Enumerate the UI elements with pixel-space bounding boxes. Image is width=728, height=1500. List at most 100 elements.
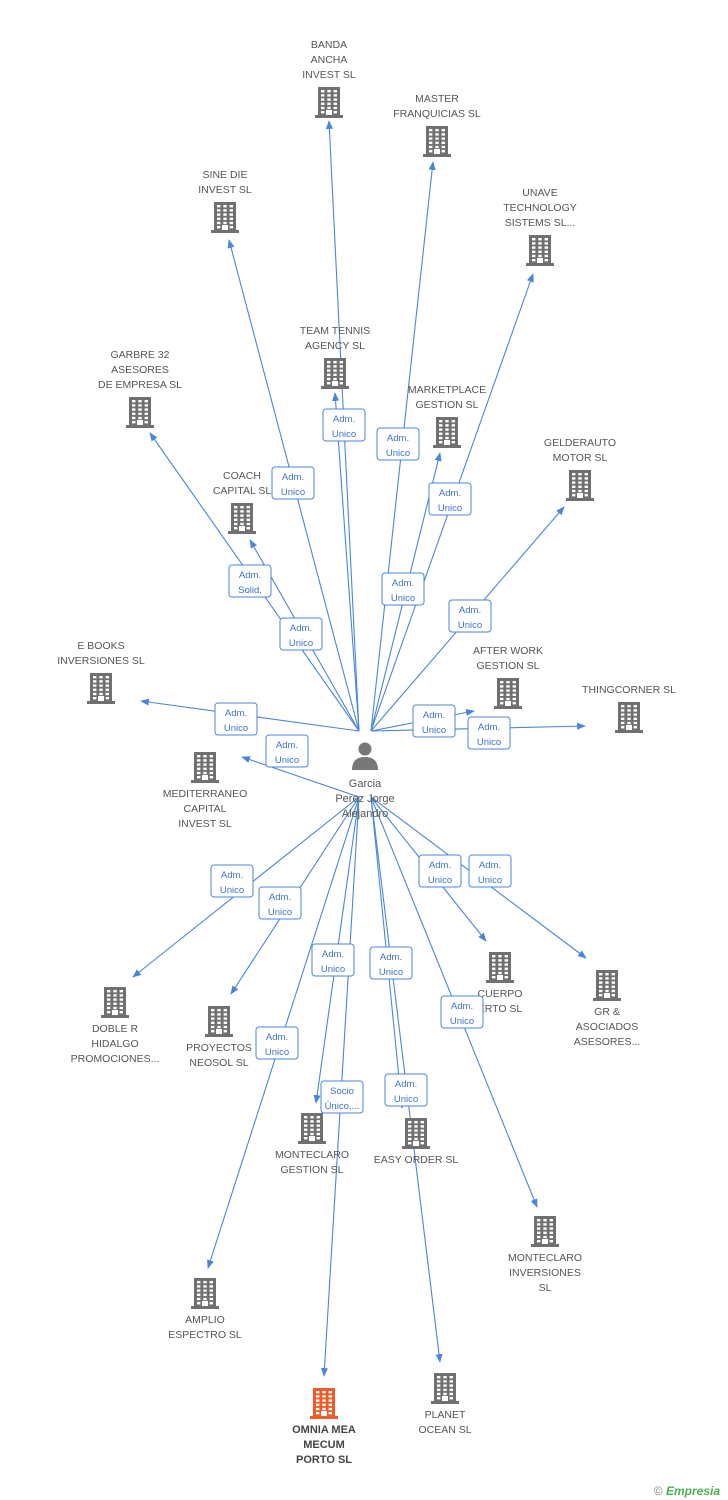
edge-line	[332, 392, 360, 732]
company-label: AMPLIO	[185, 1314, 225, 1326]
relation-label-gr[interactable]: Adm.Unico	[468, 854, 512, 888]
relation-label-gelderauto[interactable]: Adm.Unico	[448, 599, 492, 633]
relation-text: Adm.	[322, 949, 344, 960]
company-label: BANDA	[311, 39, 347, 51]
relation-box	[384, 1073, 428, 1107]
company-label: AGENCY SL	[305, 340, 365, 352]
brand-logo[interactable]: Empresia	[665, 1484, 720, 1498]
relation-box	[271, 466, 315, 500]
relation-label-unave[interactable]: Adm.Unico	[428, 482, 472, 516]
relation-box	[214, 702, 258, 736]
relation-label-afterwork[interactable]: Adm.Unico	[412, 704, 456, 738]
relation-text: Adm.	[380, 952, 402, 963]
relation-box	[228, 564, 272, 598]
relation-text: Adm.	[439, 488, 461, 499]
relation-text: Unico	[477, 737, 501, 748]
relation-label-dobler[interactable]: Adm. Unico	[210, 864, 254, 898]
company-label: SL	[539, 1282, 552, 1294]
relation-text: Único,...	[325, 1101, 360, 1112]
company-label: GESTION SL	[476, 660, 539, 672]
relation-box	[468, 854, 512, 888]
building-icon	[126, 397, 154, 428]
relation-text: Unico	[391, 593, 415, 604]
relation-label-proyectos[interactable]: Adm.Unico	[258, 886, 302, 920]
relation-label-teamtennis[interactable]: Adm.Unico	[322, 408, 366, 442]
relation-label-mediterraneo[interactable]: Adm.Unico	[265, 734, 309, 768]
relation-text: Adm.	[392, 578, 414, 589]
company-node-ebooks[interactable]: E BOOKS INVERSIONES SL	[57, 640, 145, 704]
relation-text: Solid.	[238, 585, 262, 596]
relation-box	[448, 599, 492, 633]
relation-label-coach[interactable]: Adm.Unico	[279, 617, 323, 651]
relation-text: Adm.	[479, 860, 501, 871]
relation-text: Adm.	[282, 472, 304, 483]
relation-label-monteclaro_i[interactable]: Adm.Unico	[440, 995, 484, 1029]
relation-label-omnia[interactable]: SocioÚnico,...	[320, 1080, 364, 1114]
relation-label-garbre[interactable]: Adm.Solid.	[228, 564, 272, 598]
company-label: CAPITAL SL	[213, 485, 272, 497]
company-label: INVERSIONES SL	[57, 655, 145, 667]
company-label: MONTECLARO	[275, 1149, 349, 1161]
relation-text: Adm.	[429, 860, 451, 871]
relation-text: Unico	[379, 967, 403, 978]
relation-label-sinedie[interactable]: Adm. Unico	[271, 466, 315, 500]
company-node-dobler[interactable]: DOBLE RHIDALGOPROMOCIONES...	[71, 987, 160, 1065]
relation-text: Unico	[386, 448, 410, 459]
company-node-thingcorner[interactable]: THINGCORNER SL	[582, 684, 676, 733]
relation-text: Adm.	[221, 870, 243, 881]
building-icon	[310, 1388, 338, 1419]
person-name: Garcia	[349, 778, 382, 790]
relation-label-monteclaro_g[interactable]: Adm. Unico	[311, 943, 355, 977]
relation-text: Unico	[281, 487, 305, 498]
building-icon	[87, 673, 115, 704]
building-icon	[321, 358, 349, 389]
relation-box	[265, 734, 309, 768]
relation-label-planet[interactable]: Adm.Unico	[384, 1073, 428, 1107]
relation-text: Adm.	[290, 623, 312, 634]
company-label: TECHNOLOGY	[503, 202, 577, 214]
company-label: INVEST SL	[302, 69, 356, 81]
company-label: CUERPO	[478, 988, 523, 1000]
relation-label-ebooks[interactable]: Adm.Unico	[214, 702, 258, 736]
company-label: THINGCORNER SL	[582, 684, 676, 696]
relation-text: Unico	[220, 885, 244, 896]
company-label: GESTION SL	[280, 1164, 343, 1176]
building-icon	[205, 1006, 233, 1037]
company-label: CAPITAL	[184, 803, 227, 815]
relation-label-master[interactable]: Adm.Unico	[376, 427, 420, 461]
company-label: MONTECLARO	[508, 1252, 582, 1264]
company-label: E BOOKS	[77, 640, 124, 652]
company-node-easyorder[interactable]: EASY ORDER SL	[374, 1118, 459, 1166]
relation-text: Unico	[224, 723, 248, 734]
relation-label-thingcorner[interactable]: Adm.Unico	[467, 716, 511, 750]
relation-label-cuerpo[interactable]: Adm.Unico	[418, 854, 462, 888]
relation-text: Unico	[321, 964, 345, 975]
relation-label-marketplace[interactable]: Adm. Unico	[381, 572, 425, 606]
company-label: GARBRE 32	[111, 349, 170, 361]
company-node-gr[interactable]: GR &ASOCIADOSASESORES...	[574, 970, 641, 1048]
relation-label-amplio[interactable]: Adm.Unico	[255, 1026, 299, 1060]
relation-text: Adm.	[459, 605, 481, 616]
company-label: UNAVE	[522, 187, 557, 199]
relation-label-easyorder[interactable]: Adm. Unico	[369, 946, 413, 980]
company-node-monteclaro_g[interactable]: MONTECLARO GESTION SL	[275, 1113, 349, 1176]
